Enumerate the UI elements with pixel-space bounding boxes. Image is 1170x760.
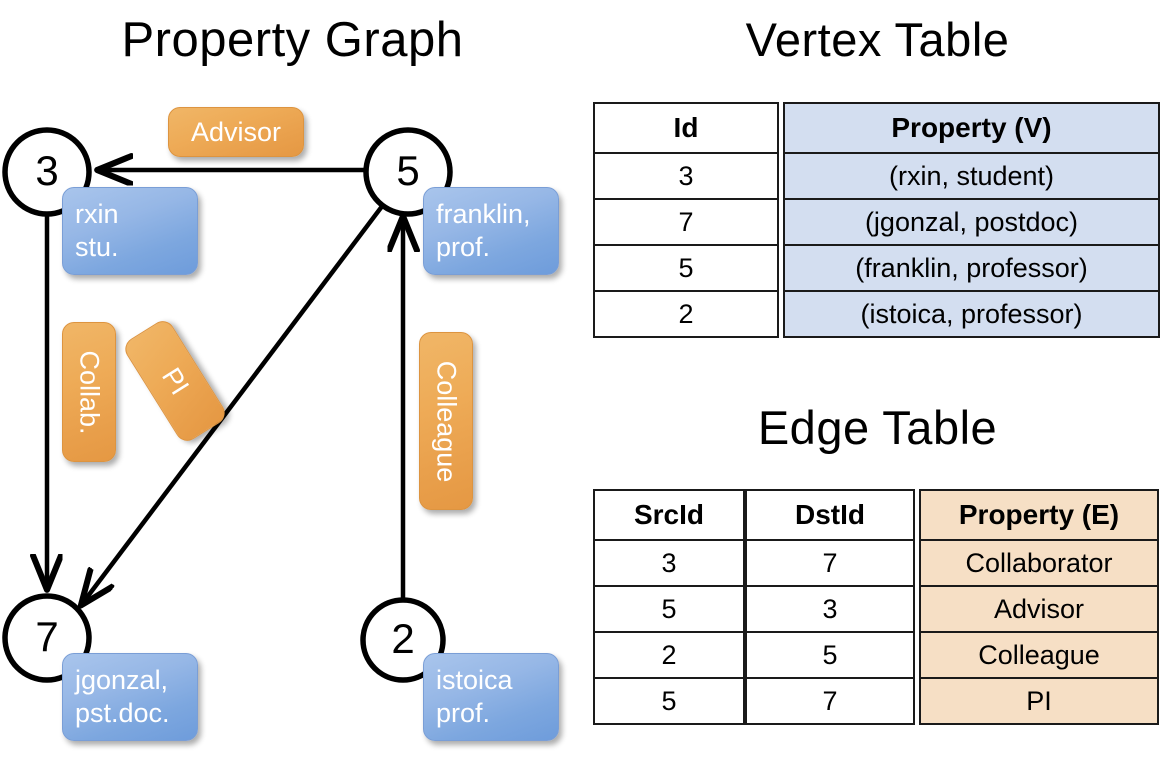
table-header-row: SrcId — [593, 489, 745, 541]
vertex-table-property-column: Property (V) (rxin, student) (jgonzal, p… — [783, 102, 1160, 338]
edge-label-text-collab: Collab. — [74, 349, 105, 435]
table-row: Colleague — [919, 631, 1159, 679]
edge-cell-dstid: 3 — [745, 585, 915, 633]
edge-5-to-7-pi — [82, 203, 385, 604]
edge-cell-property: Collaborator — [919, 539, 1159, 587]
vertex-cell-property: (rxin, student) — [783, 152, 1160, 200]
edge-cell-srcid: 3 — [593, 539, 745, 587]
node-property-box-7[interactable]: jgonzal, pst.doc. — [62, 653, 198, 741]
table-header-row: DstId — [745, 489, 915, 541]
table-row: 2 — [593, 631, 745, 679]
vertex-cell-id: 5 — [593, 244, 779, 292]
table-row: 7 — [745, 677, 915, 725]
edge-label-text-advisor: Advisor — [190, 116, 282, 147]
table-row: 3 — [745, 585, 915, 633]
edge-header-property: Property (E) — [919, 489, 1159, 541]
node-property-box-3[interactable]: rxin stu. — [62, 187, 198, 275]
table-row: 3 — [593, 152, 779, 200]
table-row: (istoica, professor) — [783, 290, 1160, 338]
edge-header-srcid: SrcId — [593, 489, 745, 541]
edge-cell-dstid: 5 — [745, 631, 915, 679]
vertex-cell-id: 3 — [593, 152, 779, 200]
table-row: 3 — [593, 539, 745, 587]
edge-label-text-pi: PI — [155, 361, 195, 400]
table-row: 5 — [593, 677, 745, 725]
vertex-table-id-column: Id 3 7 5 2 — [593, 102, 779, 338]
vertex-cell-property: (franklin, professor) — [783, 244, 1160, 292]
edge-cell-dstid: 7 — [745, 539, 915, 587]
table-row: (franklin, professor) — [783, 244, 1160, 292]
edge-table-property-column: Property (E) Collaborator Advisor Collea… — [919, 489, 1159, 725]
table-header-row: Id — [593, 102, 779, 154]
edge-cell-srcid: 5 — [593, 677, 745, 725]
edge-label-text-colleague: Colleague — [431, 360, 462, 482]
table-row: Advisor — [919, 585, 1159, 633]
table-row: (jgonzal, postdoc) — [783, 198, 1160, 246]
node-property-text-7: jgonzal, pst.doc. — [75, 665, 170, 728]
edge-label-box-colleague[interactable]: Colleague — [419, 332, 473, 510]
edge-table-srcid-column: SrcId 3 5 2 5 — [593, 489, 745, 725]
edge-cell-srcid: 2 — [593, 631, 745, 679]
node-property-box-5[interactable]: franklin, prof. — [423, 187, 559, 275]
vertex-cell-property: (jgonzal, postdoc) — [783, 198, 1160, 246]
table-row: 7 — [745, 539, 915, 587]
table-row: Collaborator — [919, 539, 1159, 587]
edge-cell-property: Advisor — [919, 585, 1159, 633]
vertex-header-id: Id — [593, 102, 779, 154]
page-title-edge-table: Edge Table — [757, 401, 998, 454]
table-row: (rxin, student) — [783, 152, 1160, 200]
table-header-row: Property (E) — [919, 489, 1159, 541]
table-row: 5 — [593, 244, 779, 292]
edge-cell-srcid: 5 — [593, 585, 745, 633]
property-graph-diagram: 3 5 7 2 rxin stu. franklin, prof. jgonza… — [2, 107, 559, 741]
table-row: 5 — [593, 585, 745, 633]
vertex-cell-id: 2 — [593, 290, 779, 338]
table-row: 2 — [593, 290, 779, 338]
vertex-cell-id: 7 — [593, 198, 779, 246]
table-row: PI — [919, 677, 1159, 725]
node-property-text-3: rxin stu. — [75, 199, 119, 262]
vertex-header-property: Property (V) — [783, 102, 1160, 154]
table-row: 7 — [593, 198, 779, 246]
page-title-vertex-table: Vertex Table — [745, 13, 1010, 66]
edge-cell-dstid: 7 — [745, 677, 915, 725]
edge-label-box-advisor[interactable]: Advisor — [168, 107, 304, 157]
node-property-box-2[interactable]: istoica prof. — [423, 653, 559, 741]
page-title-property-graph: Property Graph — [121, 13, 464, 67]
edge-label-box-collab[interactable]: Collab. — [62, 322, 116, 462]
edge-table-dstid-column: DstId 7 3 5 7 — [745, 489, 915, 725]
edge-cell-property: Colleague — [919, 631, 1159, 679]
node-property-text-5: franklin, prof. — [436, 199, 531, 262]
edge-header-dstid: DstId — [745, 489, 915, 541]
vertex-cell-property: (istoica, professor) — [783, 290, 1160, 338]
table-header-row: Property (V) — [783, 102, 1160, 154]
edge-cell-property: PI — [919, 677, 1159, 725]
node-property-text-2: istoica prof. — [436, 665, 513, 728]
table-row: 5 — [745, 631, 915, 679]
